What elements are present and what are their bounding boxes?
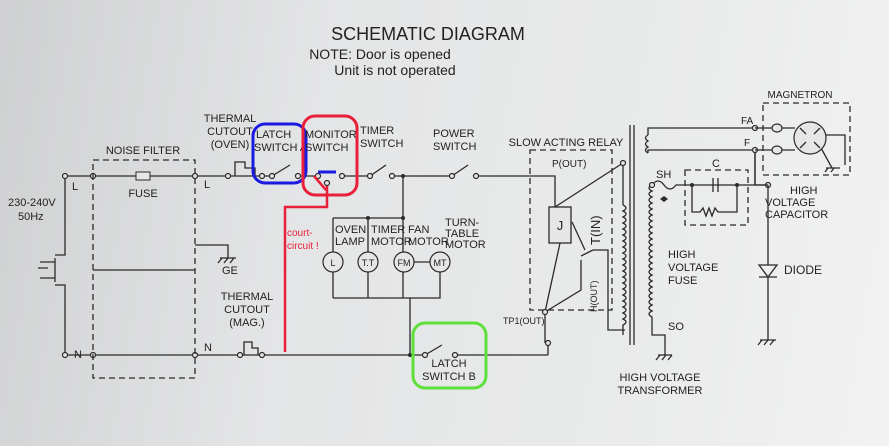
fuse-blob-icon: [660, 196, 668, 202]
c-label: C: [712, 158, 720, 170]
thermal-cutout-oven-icon: [228, 161, 262, 177]
thermal-mag-label: (MAG.): [229, 317, 264, 329]
timer-motor-label: MOTOR: [371, 236, 412, 248]
note-line-1: NOTE: Door is opened: [309, 46, 451, 62]
supply-voltage: 230-240V: [8, 197, 56, 209]
terminal-l-out: L: [204, 179, 210, 191]
oven-lamp-label: LAMP: [335, 236, 365, 248]
hv-capacitor-label: VOLTAGE: [765, 197, 815, 209]
ge-label: GE: [222, 265, 238, 277]
svg-text:T.T: T.T: [362, 258, 375, 268]
p-out-label: P(OUT): [552, 159, 586, 170]
hv-fuse-sh-icon: [651, 180, 768, 190]
monitor-switch-highlight: [301, 114, 359, 197]
magnetron-label: MAGNETRON: [768, 90, 833, 101]
motor-symbols: L T.T FM MT: [322, 251, 451, 273]
terminal-l: L: [72, 181, 78, 193]
f-label: F: [744, 138, 750, 149]
fan-motor-icon: [393, 251, 415, 273]
timer-motor-icon: [357, 251, 379, 273]
svg-text:FM: FM: [398, 258, 411, 268]
hv-transformer-label: HIGH VOLTAGE: [620, 372, 701, 384]
svg-text:MT: MT: [434, 258, 447, 268]
hv-capacitor-label: HIGH: [790, 185, 818, 197]
timer-label: TIMER: [360, 125, 394, 137]
fuse-label: FUSE: [128, 188, 157, 200]
power-switch-icon: [451, 164, 469, 177]
capacitor-icon: [691, 178, 738, 218]
magnetron-icon: [755, 121, 846, 173]
latch-switch-b-icon: [424, 344, 443, 356]
relay-box: [529, 149, 613, 311]
terminal-n: N: [74, 349, 82, 361]
turntable-label: TABLE: [445, 228, 479, 240]
relay-wires: [544, 162, 625, 355]
thermal-mag-label: CUTOUT: [224, 304, 270, 316]
oven-lamp-label: OVEN: [335, 224, 366, 236]
thermal-oven-label: CUTOUT: [207, 126, 253, 138]
capacitor-box: [684, 169, 749, 226]
latch-a-label: LATCH: [256, 129, 291, 141]
sh-label: SH: [656, 169, 671, 181]
timer-switch-icon: [369, 164, 387, 177]
hv-fuse-label: FUSE: [668, 275, 697, 287]
magnetron-box: [762, 102, 851, 176]
plug-icon: [38, 176, 66, 355]
so-label: SO: [668, 321, 684, 333]
power-label: POWER: [433, 128, 475, 140]
fuse-icon: [135, 171, 151, 181]
diode-label: DIODE: [784, 263, 822, 277]
latch-switch-b-highlight: [411, 321, 488, 390]
latch-switch-a-highlight: [251, 122, 308, 185]
power-label: SWITCH: [433, 141, 476, 153]
latch-a-label: SWITCH A: [254, 142, 308, 154]
thermal-mag-label: THERMAL: [221, 291, 274, 303]
hv-capacitor-label: CAPACITOR: [765, 209, 828, 221]
supply-frequency: 50Hz: [18, 211, 44, 223]
fan-motor-label: MOTOR: [408, 236, 449, 248]
relay-label: SLOW ACTING RELAY: [509, 137, 624, 149]
j-label: J: [557, 218, 564, 233]
ground-icon: [195, 244, 236, 264]
oven-lamp-icon: [322, 251, 344, 273]
tp1-label: TP1(OUT): [503, 316, 545, 326]
svg-text:L: L: [330, 258, 335, 268]
terminal-n-out: N: [204, 342, 212, 354]
thermal-oven-label: (OVEN): [211, 139, 250, 151]
thermal-oven-label: THERMAL: [204, 113, 257, 125]
short-circuit-label: court-: [287, 228, 313, 239]
short-circuit-label: circuit !: [287, 241, 319, 252]
timer-label: SWITCH: [360, 138, 403, 150]
latch-switch-a-icon: [271, 164, 291, 177]
monitor-label: SWITCH: [305, 142, 348, 154]
monitor-contact-red: [313, 175, 327, 191]
diode-icon: [754, 150, 779, 346]
thermal-cutout-mag-icon: [240, 341, 262, 356]
hv-fuse-label: HIGH: [668, 249, 696, 261]
turntable-label: TURN-: [445, 217, 480, 229]
hv-fuse-label: VOLTAGE: [668, 262, 718, 274]
latch-b-label: LATCH: [431, 358, 466, 370]
timer-motor-label: TIMER: [371, 224, 405, 236]
monitor-label: MONITOR: [305, 129, 357, 141]
t-in-label: T(IN): [588, 215, 603, 245]
noise-filter-box: [92, 159, 196, 379]
latch-b-label: SWITCH B: [422, 371, 476, 383]
hv-transformer-label: TRANSFORMER: [618, 385, 703, 397]
turntable-label: MOTOR: [445, 239, 486, 251]
h-out-label: H(OUT): [589, 281, 599, 313]
title: SCHEMATIC DIAGRAM: [331, 24, 525, 44]
short-circuit-path: [283, 186, 329, 352]
fa-label: FA: [741, 116, 754, 127]
high-voltage-transformer: [621, 125, 755, 361]
fan-motor-label: FAN: [408, 224, 429, 236]
noise-filter-label: NOISE FILTER: [106, 145, 180, 157]
note-line-2: Unit is not operated: [334, 62, 455, 78]
